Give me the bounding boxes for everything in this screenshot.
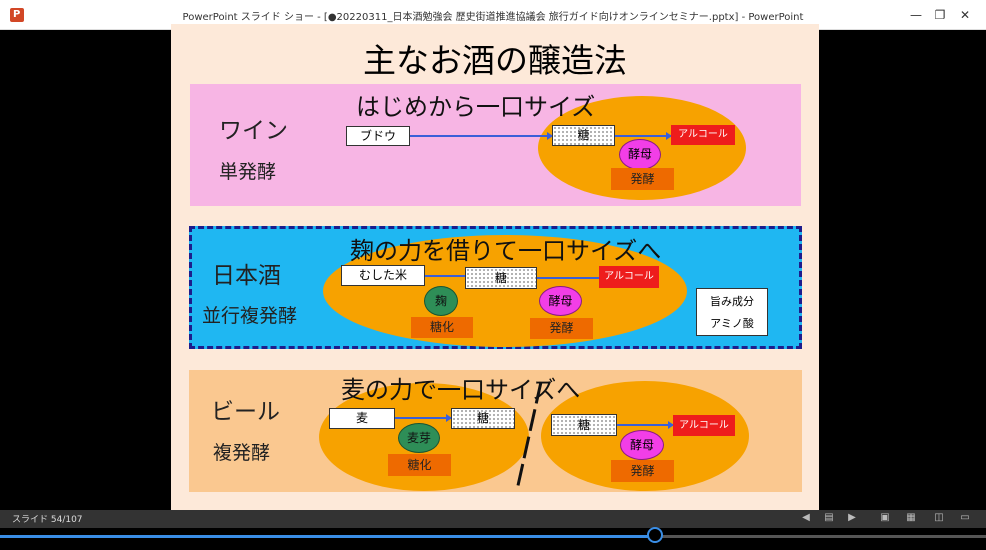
slide-counter: スライド 54/107 [12, 515, 83, 525]
progress-fill [0, 535, 655, 538]
slide-title: 主なお酒の醸造法 [363, 41, 627, 80]
beer-sugar-box-2: 糖 [551, 414, 617, 436]
sake-sugar-box: 糖 [465, 267, 537, 289]
slideshow-icon[interactable]: ▭ [960, 512, 970, 523]
reading-view-icon[interactable]: ◫ [934, 512, 944, 523]
wine-ferment-label: 発酵 [611, 168, 674, 190]
wine-sugar-box: 糖 [552, 125, 615, 146]
slide-sorter-icon[interactable]: ▦ [906, 512, 916, 523]
normal-view-icon[interactable]: ▣ [880, 512, 890, 523]
wine-name: ワイン [219, 118, 288, 144]
wine-alcohol-box: アルコール [671, 125, 735, 145]
wine-method: 単発酵 [219, 161, 277, 183]
beer-saccharify-label: 糖化 [388, 454, 451, 476]
dashed-divider [515, 381, 543, 491]
status-bar: スライド 54/107 ◀ ▤ ▶ ▣ ▦ ◫ ▭ [0, 510, 986, 528]
umami-label: 旨み成分 [710, 295, 754, 308]
minimize-button[interactable]: — [910, 8, 922, 22]
slide-canvas[interactable]: 主なお酒の醸造法 はじめから一口サイズ ワイン 単発酵 ブドウ 糖 アルコール … [171, 24, 819, 513]
sake-name: 日本酒 [212, 263, 281, 289]
window-title: PowerPoint スライド ショー - [●20220311_日本酒勉強会 … [182, 12, 804, 23]
beer-arrow-1 [395, 414, 452, 422]
beer-arrow-2 [617, 421, 674, 429]
steamed-rice-box: むした米 [341, 265, 425, 286]
sake-yeast-circle: 酵母 [539, 286, 582, 316]
sake-alcohol-box: アルコール [599, 266, 659, 288]
beer-ferment-label: 発酵 [611, 460, 674, 482]
app-icon-letter: P [13, 9, 21, 20]
next-icon[interactable]: ▶ [848, 512, 856, 523]
beer-alcohol-box: アルコール [673, 415, 735, 436]
sake-line-1 [425, 275, 465, 277]
wine-arrow-2 [615, 132, 672, 140]
close-button[interactable]: ✕ [959, 8, 971, 22]
beer-sugar-box-1: 糖 [451, 408, 515, 429]
sake-saccharify-label: 糖化 [411, 317, 473, 338]
beer-name: ビール [211, 399, 280, 425]
beer-yeast-circle: 酵母 [620, 430, 664, 460]
malt-circle: 麦芽 [398, 423, 440, 453]
previous-icon[interactable]: ◀ [802, 512, 810, 523]
progress-knob[interactable] [646, 527, 663, 543]
beer-method: 複発酵 [213, 442, 271, 464]
slide-menu-icon[interactable]: ▤ [824, 512, 834, 523]
barley-box: 麦 [329, 408, 395, 429]
sake-heading: 麹の力を借りて一口サイズへ [350, 237, 662, 265]
sake-line-2 [537, 277, 599, 279]
amino-acid-label: アミノ酸 [710, 317, 754, 330]
restore-button[interactable]: ❐ [934, 8, 946, 22]
wine-heading: はじめから一口サイズ [356, 93, 596, 121]
umami-box: 旨み成分 アミノ酸 [696, 288, 768, 336]
sake-panel: 麹の力を借りて一口サイズへ 日本酒 並行複発酵 むした米 糖 アルコール 麹 酵… [189, 226, 802, 349]
koji-circle: 麹 [424, 286, 458, 316]
wine-yeast-circle: 酵母 [619, 139, 661, 170]
wine-panel: はじめから一口サイズ ワイン 単発酵 ブドウ 糖 アルコール 酵母 発酵 [190, 84, 801, 206]
sake-ferment-label: 発酵 [530, 318, 593, 339]
sake-method: 並行複発酵 [202, 305, 298, 327]
powerpoint-app-icon[interactable]: P [10, 8, 24, 22]
sake-ellipse [323, 235, 687, 347]
wine-arrow-1 [410, 132, 553, 140]
grape-box: ブドウ [346, 126, 410, 146]
beer-panel: 麦の力で一口サイズへ ビール 複発酵 麦 糖 麦芽 糖化 糖 アルコール 酵母 … [189, 370, 802, 492]
